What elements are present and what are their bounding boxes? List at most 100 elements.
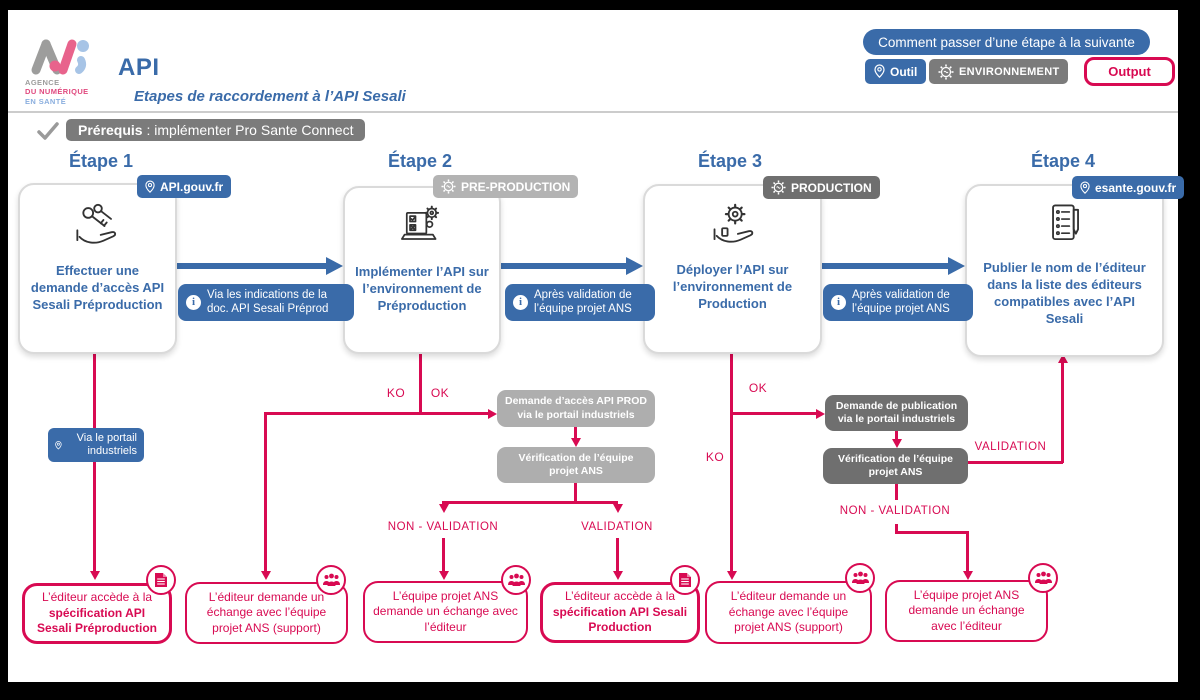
transition2-info: i Après validation de l’équipe projet AN… (505, 284, 655, 321)
flow-line (968, 461, 1063, 464)
outcome-equipe-echange-1: L’équipe projet ANS demande un échange a… (363, 581, 528, 643)
pin-icon (874, 64, 885, 79)
process-box-verification-equipe-1: Vérification de l’équipe projet ANS (497, 447, 655, 483)
prerequisite-text: : implémenter Pro Sante Connect (142, 122, 354, 138)
flow-arrowhead (571, 438, 581, 447)
step4-card: Publier le nom de l’éditeur dans la list… (965, 184, 1164, 357)
legend-output-chip[interactable]: Output (1084, 57, 1175, 86)
outcome-equipe-echange-2: L’équipe projet ANS demande un échange a… (885, 580, 1048, 642)
step2-environment-label: PRE-PRODUCTION (461, 179, 571, 194)
step3-environment-badge: PRODUCTION (763, 176, 880, 199)
legend-environment-chip[interactable]: ENVIRONNEMENT (929, 59, 1069, 84)
team-icon (316, 565, 346, 595)
step1-location-badge: API.gouv.fr (137, 175, 232, 198)
legend-output-label: Output (1108, 64, 1151, 79)
prerequisite-badge: Prérequis : implémenter Pro Sante Connec… (66, 119, 366, 141)
flow-line (1061, 363, 1064, 463)
ok-label: OK (430, 386, 450, 400)
flow-line (895, 484, 898, 500)
hand-keys-icon (75, 203, 116, 244)
gear-icon (771, 180, 786, 195)
step1-text: Effectuer une demande d’accès API Sesali… (30, 263, 165, 312)
ans-logo-wordmark: AGENCE DU NUMÉRIQUE EN SANTÉ (25, 78, 89, 106)
transition1-info: i Via les indications de la doc. API Ses… (178, 284, 354, 321)
step2-card: Implémenter l’API sur l’environnement de… (343, 186, 501, 354)
flow-line (264, 412, 267, 571)
prerequisite-label: Prérequis (78, 122, 143, 138)
arrow-step2-step3 (499, 263, 627, 269)
flow-line (442, 501, 618, 504)
how-to-next-step-button[interactable]: Comment passer d’une étape à la suivante (863, 29, 1150, 55)
flow-line (616, 538, 619, 571)
portal-badge-text: Via le portail industriels (76, 432, 137, 458)
flow-arrowhead (612, 571, 623, 580)
process-box-demande-acces-prod: Demande d’accès API PROD via le portail … (497, 390, 655, 427)
flow-line (895, 431, 898, 439)
ko-label: KO (386, 386, 406, 400)
flow-arrowhead (438, 504, 449, 513)
arrow-step3-step4-head (948, 257, 965, 275)
pin-icon (55, 440, 62, 450)
ko-label: KO (705, 450, 725, 464)
flow-arrowhead (726, 571, 737, 580)
transition3-info-text: Après validation de l’équipe projet ANS (852, 289, 950, 316)
outcome-editeur-echange-2: L’éditeur demande un échange avec l’équi… (705, 581, 872, 644)
portal-badge: Via le portail industriels (48, 428, 144, 463)
transition1-info-text: Via les indications de la doc. API Sesal… (207, 289, 329, 316)
pin-icon (145, 180, 155, 193)
outcome-spec-preproduction: L’éditeur accède à la spécification API … (22, 583, 172, 644)
step3-title: Étape 3 (697, 151, 763, 171)
flow-line (895, 531, 968, 534)
info-icon: i (186, 294, 201, 310)
arrow-step2-step3-head (626, 257, 643, 275)
validation-label: VALIDATION (581, 521, 653, 533)
flow-arrowhead (816, 408, 825, 419)
step1-location-label: API.gouv.fr (160, 179, 224, 194)
legend-tool-chip[interactable]: Outil (865, 59, 927, 84)
outcome-text: L’équipe projet ANS demande un échange a… (908, 587, 1025, 633)
page-title: API (118, 54, 160, 81)
step3-environment-label: PRODUCTION (791, 180, 872, 195)
step4-title: Étape 4 (1030, 151, 1096, 171)
non-validation-label: NON - VALIDATION (387, 521, 499, 533)
flow-arrowhead (438, 571, 449, 580)
gear-icon (441, 179, 456, 194)
step2-environment-badge: PRE-PRODUCTION (433, 175, 579, 198)
step3-card: Déployer l’API sur l’environnement de Pr… (643, 184, 822, 354)
legend-environment-label: ENVIRONNEMENT (959, 65, 1060, 78)
outcome-text-bold: spécification API Sesali Préproduction (36, 605, 158, 636)
laptop-checklist-gears-icon (401, 205, 440, 240)
outcome-text-bold: spécification API Sesali Production (552, 604, 688, 635)
outcome-text: L’éditeur demande un échange avec l’équi… (728, 589, 849, 635)
flow-arrowhead (1057, 354, 1068, 363)
flow-arrowhead (89, 571, 100, 580)
pin-icon (1080, 181, 1090, 194)
step3-text: Déployer l’API sur l’environnement de Pr… (672, 262, 793, 311)
flow-line (574, 483, 577, 503)
legend-tool-label: Outil (890, 64, 918, 79)
team-icon (1028, 563, 1058, 593)
flow-line (574, 427, 577, 438)
flow-line (442, 538, 445, 571)
outcome-text: L’éditeur accède à la (564, 589, 676, 604)
step4-location-label: esante.gouv.fr (1095, 180, 1177, 195)
outcome-text: L’éditeur demande un échange avec l’équi… (206, 589, 327, 635)
step4-location-badge: esante.gouv.fr (1072, 176, 1185, 199)
gear-icon (938, 64, 954, 79)
arrow-step1-step2-head (326, 257, 343, 275)
flow-arrowhead (892, 439, 902, 448)
transition3-info: i Après validation de l’équipe projet AN… (823, 284, 973, 321)
arrow-step1-step2 (175, 263, 327, 269)
flow-arrowhead (962, 571, 973, 580)
transition2-info-text: Après validation de l’équipe projet ANS (534, 289, 632, 316)
outcome-text: L’éditeur accède à la (41, 590, 153, 605)
flow-arrowhead (260, 571, 271, 580)
outcome-text: L’équipe projet ANS demande un échange a… (373, 588, 518, 634)
flow-arrowhead (488, 408, 497, 419)
team-icon (845, 563, 875, 593)
team-icon (501, 565, 531, 595)
page-subtitle: Etapes de raccordement à l’API Sesali (134, 88, 406, 105)
step4-text: Publier le nom de l’éditeur dans la list… (983, 260, 1146, 326)
info-icon: i (513, 294, 528, 310)
